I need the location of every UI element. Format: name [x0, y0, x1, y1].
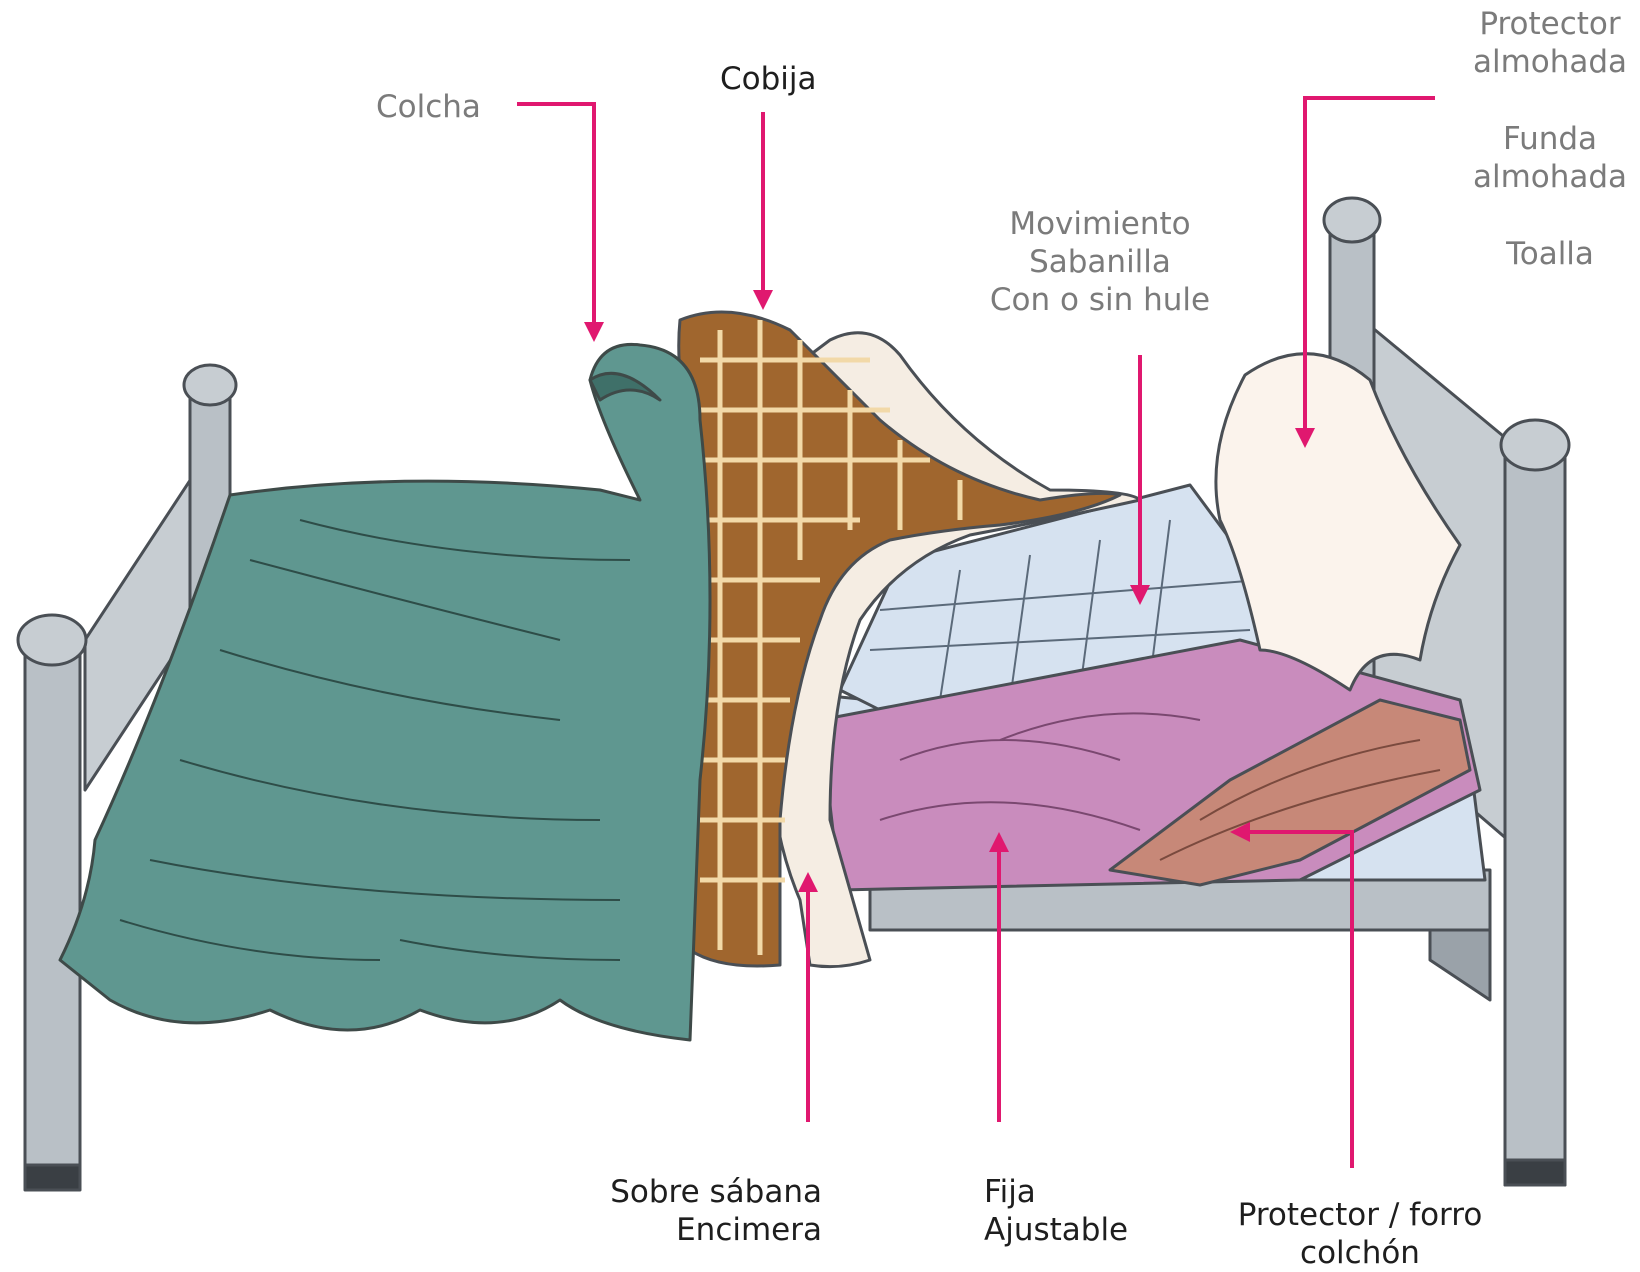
label-funda-almohada: Funda almohada: [1460, 120, 1640, 196]
label-movimiento-line1: Movimiento: [980, 205, 1220, 243]
arrowhead-cobija: [753, 290, 773, 310]
label-protector-colchon-line2: colchón: [1210, 1234, 1510, 1272]
label-funda-almohada-line2: almohada: [1460, 158, 1640, 196]
label-protector-colchon: Protector / forro colchón: [1210, 1196, 1510, 1272]
label-movimiento-line2: Sabanilla: [980, 243, 1220, 281]
label-cobija: Cobija: [720, 60, 817, 98]
label-fija-line1: Fija: [984, 1173, 1128, 1211]
label-fija-line2: Ajustable: [984, 1211, 1128, 1249]
label-funda-almohada-line1: Funda: [1460, 120, 1640, 158]
label-fija: Fija Ajustable: [984, 1173, 1128, 1249]
arrowhead-colcha: [584, 322, 604, 342]
label-sobre-sabana-line1: Sobre sábana: [560, 1173, 822, 1211]
label-movimiento-line3: Con o sin hule: [980, 281, 1220, 319]
label-protector-almohada-line2: almohada: [1460, 43, 1640, 81]
label-protector-colchon-line1: Protector / forro: [1210, 1196, 1510, 1234]
label-protector-almohada: Protector almohada: [1460, 5, 1640, 81]
label-movimiento: Movimiento Sabanilla Con o sin hule: [980, 205, 1220, 319]
label-colcha: Colcha: [376, 88, 481, 126]
bedspread: [60, 344, 710, 1040]
label-protector-almohada-line1: Protector: [1460, 5, 1640, 43]
label-sobre-sabana-line2: Encimera: [560, 1211, 822, 1249]
arrow-colcha: [517, 104, 594, 322]
label-toalla: Toalla: [1460, 235, 1640, 273]
label-sobre-sabana: Sobre sábana Encimera: [560, 1173, 822, 1249]
